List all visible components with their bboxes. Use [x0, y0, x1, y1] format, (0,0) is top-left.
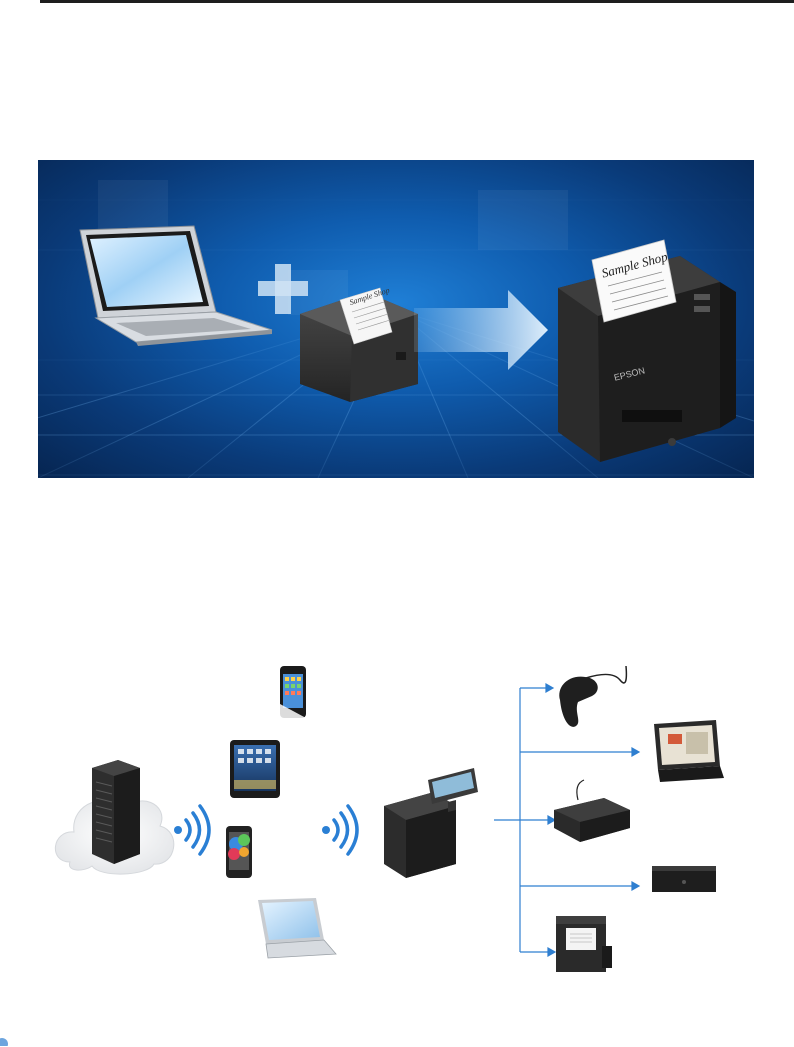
tablet-icon [230, 740, 280, 798]
laptop-icon [258, 898, 337, 959]
arrow-right-icon [414, 290, 548, 370]
printer-with-display-icon [384, 768, 478, 878]
plus-icon [258, 264, 308, 314]
hero-banner: Sample Shop Sample Shop EPSON [38, 160, 754, 478]
smartphone-icon [280, 666, 306, 718]
connector-lines [494, 682, 641, 958]
banner-art: Sample Shop Sample Shop EPSON [38, 180, 754, 478]
wifi-signal-icon [322, 804, 359, 856]
cash-drawer-icon [652, 866, 716, 892]
server-cloud-icon [54, 760, 175, 875]
top-rule [40, 0, 794, 3]
kitchen-printer-icon [556, 916, 612, 972]
wifi-signal-icon [174, 804, 211, 856]
smartphone-apps-icon [226, 826, 252, 878]
laptop-icon [79, 225, 273, 346]
barcode-scanner-icon [559, 665, 628, 727]
network-diagram [54, 665, 724, 972]
pos-terminal-icon [654, 720, 724, 782]
card-reader-icon [554, 779, 630, 842]
intelligent-printer-icon: Sample Shop EPSON [558, 239, 736, 462]
corner-mark-icon [0, 1038, 8, 1046]
